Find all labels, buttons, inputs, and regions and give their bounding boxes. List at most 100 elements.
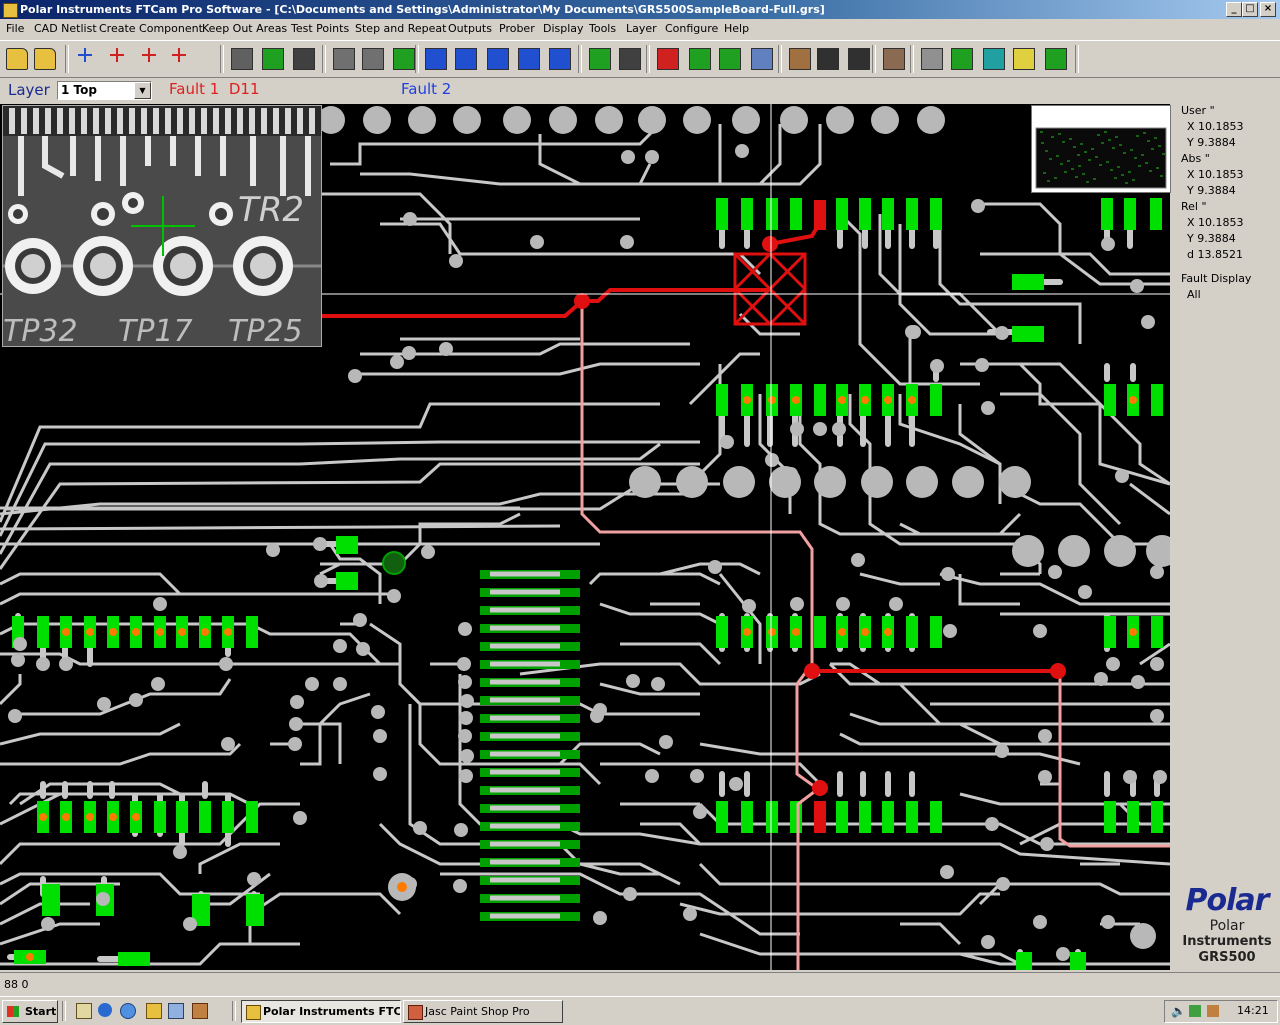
task-polar[interactable]: Polar Instruments FTC... — [241, 1000, 401, 1023]
menu-help[interactable]: Help — [724, 22, 750, 35]
toolbar-button-zoom-probe[interactable] — [748, 45, 774, 71]
menu-prober[interactable]: Prober — [499, 22, 535, 35]
toolbar-button-board-chip[interactable] — [980, 45, 1006, 71]
round-pad — [1146, 535, 1170, 567]
toolbar-button-net-tree[interactable] — [654, 45, 680, 71]
outlook-icon[interactable] — [120, 1003, 136, 1019]
smd-pad — [1104, 616, 1116, 648]
delete-box-icon — [883, 48, 905, 70]
toolbar-button-add-point-2[interactable] — [137, 45, 163, 71]
toolbar-button-add-point[interactable] — [73, 45, 99, 71]
chevron-down-icon[interactable]: ▼ — [134, 82, 151, 99]
menu-file[interactable]: File — [6, 22, 25, 35]
toolbar-button-align-vertical-alt[interactable] — [515, 45, 541, 71]
finger-overlay — [490, 769, 560, 775]
brand-line1: Polar — [1209, 918, 1245, 934]
menu-configure[interactable]: Configure — [665, 22, 719, 35]
menu-test-points[interactable]: Test Points — [291, 22, 350, 35]
toolbar-button-open-folder[interactable] — [3, 45, 29, 71]
menu-create-component[interactable]: Create Component — [99, 22, 203, 35]
toolbar-button-chip-green[interactable] — [390, 45, 416, 71]
orange-dot — [908, 396, 916, 404]
menu-layer[interactable]: Layer — [626, 22, 657, 35]
toolbar-button-probe[interactable] — [330, 45, 356, 71]
toolbar-button-align-horizontal[interactable] — [422, 45, 448, 71]
network-icon[interactable] — [168, 1003, 184, 1019]
layer-select[interactable]: 1 Top ▼ — [57, 81, 152, 100]
open-folder-icon — [6, 48, 28, 70]
small-pad — [313, 537, 327, 551]
volume-icon[interactable]: 🔈 — [1171, 1004, 1186, 1018]
board-minimap[interactable] — [1031, 105, 1171, 193]
toolbar-button-lightbulb[interactable] — [1010, 45, 1036, 71]
layer-select-value: 1 Top — [61, 83, 97, 97]
app-icon[interactable] — [3, 3, 18, 18]
camera-view[interactable]: TR2 TP32 TP17 TP25 — [2, 105, 322, 347]
menu-keep-out-areas[interactable]: Keep Out Areas — [202, 22, 288, 35]
maximize-button[interactable]: □ — [1242, 2, 1258, 17]
ie-icon[interactable] — [98, 1003, 112, 1017]
smd-pad — [1012, 326, 1044, 342]
small-pad — [1150, 709, 1164, 723]
toolbar-button-align-horizontal-alt[interactable] — [452, 45, 478, 71]
start-button[interactable]: Start — [2, 1000, 58, 1023]
round-pad — [638, 106, 666, 134]
tray-app-icon[interactable] — [1189, 1005, 1201, 1017]
explorer-icon[interactable] — [146, 1003, 162, 1019]
toolbar-button-net-tree-alt[interactable] — [686, 45, 712, 71]
small-pad — [11, 653, 25, 667]
show-desktop-icon[interactable] — [76, 1003, 92, 1019]
smd-pad — [1016, 952, 1032, 970]
smd-pad — [336, 536, 358, 554]
task-paintshop[interactable]: Jasc Paint Shop Pro — [403, 1000, 563, 1023]
menu-step-and-repeat[interactable]: Step and Repeat — [355, 22, 447, 35]
toolbar-button-align-grid[interactable] — [546, 45, 572, 71]
small-pad — [1101, 237, 1115, 251]
small-pad — [943, 624, 957, 638]
board-icon — [951, 48, 973, 70]
toolbar-button-film[interactable] — [814, 45, 840, 71]
small-pad — [13, 637, 27, 651]
toolbar-button-eye[interactable] — [1042, 45, 1068, 71]
quicklaunch-icon[interactable] — [192, 1003, 208, 1019]
toolbar-button-film-alt[interactable] — [845, 45, 871, 71]
toolbar-button-hand[interactable] — [786, 45, 812, 71]
toolbar-button-probe-alt[interactable] — [359, 45, 385, 71]
menu-tools[interactable]: Tools — [589, 22, 617, 35]
smd-pad — [154, 801, 166, 833]
minimize-button[interactable]: _ — [1226, 2, 1242, 17]
small-pad — [1056, 947, 1070, 961]
toolbar-button-component[interactable] — [228, 45, 254, 71]
toolbar-button-open-folder-alt[interactable] — [31, 45, 57, 71]
toolbar-button-select-region[interactable] — [290, 45, 316, 71]
toolbar-button-delete-box[interactable] — [880, 45, 906, 71]
via-pads[interactable] — [8, 106, 1170, 961]
toolbar-button-net-tree-green[interactable] — [716, 45, 742, 71]
smd-pad — [42, 884, 60, 916]
smd-pad — [199, 801, 211, 833]
toolbar-button-align-vertical[interactable] — [484, 45, 510, 71]
menu-outputs[interactable]: Outputs — [448, 22, 492, 35]
toolbar-button-delete-point[interactable] — [167, 45, 193, 71]
toolbar-button-add-point-1[interactable] — [105, 45, 131, 71]
start-label: Start — [25, 1005, 57, 1018]
smd-pad — [716, 616, 728, 648]
toolbar-button-info-green[interactable] — [586, 45, 612, 71]
menu-cad-netlist[interactable]: CAD Netlist — [34, 22, 97, 35]
smd-pad — [1104, 384, 1116, 416]
round-pad — [952, 466, 984, 498]
toolbar-button-info[interactable] — [616, 45, 642, 71]
menu-display[interactable]: Display — [543, 22, 584, 35]
round-pad — [871, 106, 899, 134]
move-arrow-icon — [262, 48, 284, 70]
toolbar-separator — [415, 45, 419, 73]
camera-finger — [261, 108, 267, 134]
toolbar-button-move-arrow[interactable] — [259, 45, 285, 71]
toolbar-button-camera[interactable] — [918, 45, 944, 71]
fault-display-value[interactable]: All — [1187, 288, 1201, 301]
tray-app2-icon[interactable] — [1207, 1005, 1219, 1017]
toolbar-button-board[interactable] — [948, 45, 974, 71]
round-pad — [1058, 535, 1090, 567]
via-orange-dot — [397, 882, 407, 892]
close-button[interactable]: × — [1260, 2, 1276, 17]
